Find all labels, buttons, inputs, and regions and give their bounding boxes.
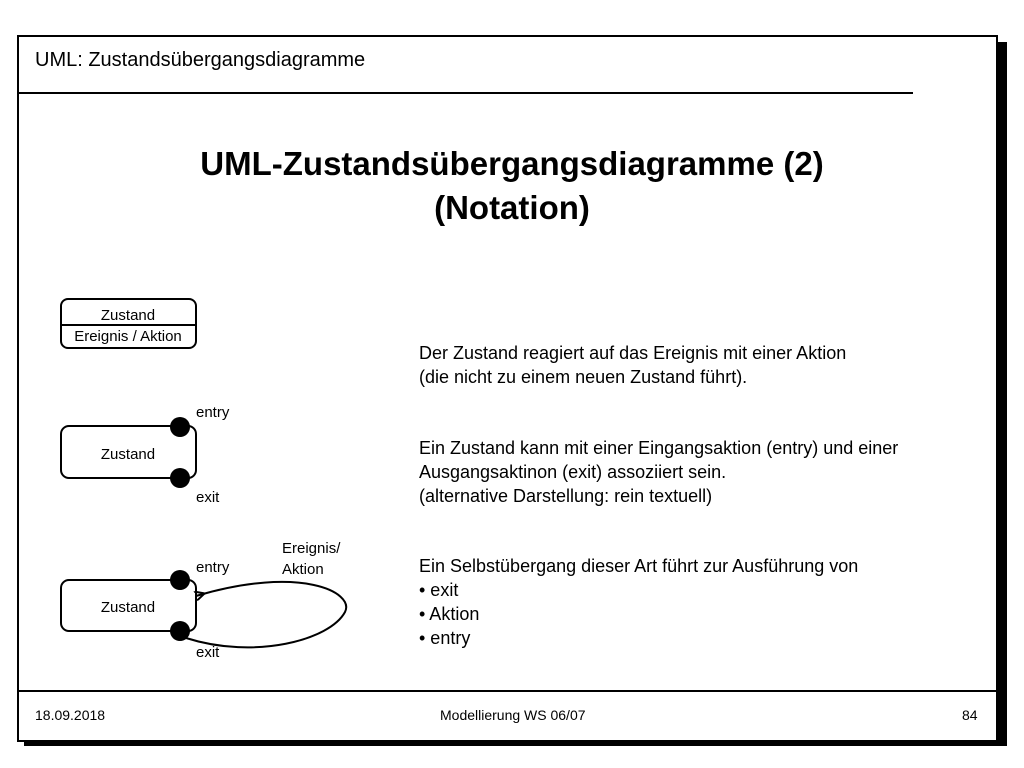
exit-point-dot (170, 621, 190, 641)
state-name: Zustand (101, 446, 155, 463)
exit-label: exit (196, 644, 220, 661)
internal-transition-label: Ereignis / Aktion (74, 328, 182, 345)
bullet-item-entry: • entry (419, 628, 471, 648)
description-line: Ausgangsaktinon (exit) assoziiert sein. (419, 462, 727, 482)
header-title: UML: Zustandsübergangsdiagramme (35, 49, 366, 71)
entry-point-dot (170, 417, 190, 437)
transition-label-line2: Aktion (282, 561, 324, 578)
bullet-item-aktion: • Aktion (419, 604, 480, 624)
state-box (60, 298, 197, 349)
description-line: Ein Zustand kann mit einer Eingangsaktio… (419, 438, 899, 458)
transition-label-line1: Ereignis/ (282, 540, 341, 557)
description-line: Der Zustand reagiert auf das Ereignis mi… (419, 343, 847, 363)
footer-page-number: 84 (962, 707, 978, 723)
entry-point-dot (170, 570, 190, 590)
state-box (60, 425, 197, 479)
exit-point-dot (170, 468, 190, 488)
description-entry-exit: Ein Zustand kann mit einer Eingangsaktio… (419, 436, 898, 508)
state-with-self-transition: Zustand entry exit Ereignis/ Aktion (60, 540, 348, 661)
state-name: Zustand (101, 307, 155, 324)
footer-course: Modellierung WS 06/07 (440, 707, 586, 723)
entry-label: entry (196, 404, 230, 421)
description-line: (alternative Darstellung: rein textuell) (419, 486, 713, 506)
description-self-transition: Ein Selbstübergang dieser Art führt zur … (419, 554, 858, 650)
description-line: Ein Selbstübergang dieser Art führt zur … (419, 556, 859, 576)
exit-label: exit (196, 489, 220, 506)
slide-title-line1: UML-Zustandsübergangsdiagramme (2) (200, 145, 824, 182)
state-name: Zustand (101, 599, 155, 616)
state-box (60, 579, 197, 632)
description-line: (die nicht zu einem neuen Zustand führt)… (419, 367, 748, 387)
footer-date: 18.09.2018 (35, 707, 106, 723)
entry-label: entry (196, 559, 230, 576)
self-transition-arrow (185, 581, 348, 649)
slide-title: UML-Zustandsübergangsdiagramme (2) (Nota… (0, 142, 1024, 230)
header-divider (19, 92, 913, 94)
description-internal-transition: Der Zustand reagiert auf das Ereignis mi… (419, 341, 846, 389)
bullet-item-exit: • exit (419, 580, 459, 600)
state-with-entry-exit: Zustand entry exit (60, 404, 230, 506)
state-with-internal-transition: Zustand Ereignis / Aktion (60, 298, 197, 349)
slide-title-line2: (Notation) (434, 189, 590, 226)
footer-divider (19, 690, 996, 692)
